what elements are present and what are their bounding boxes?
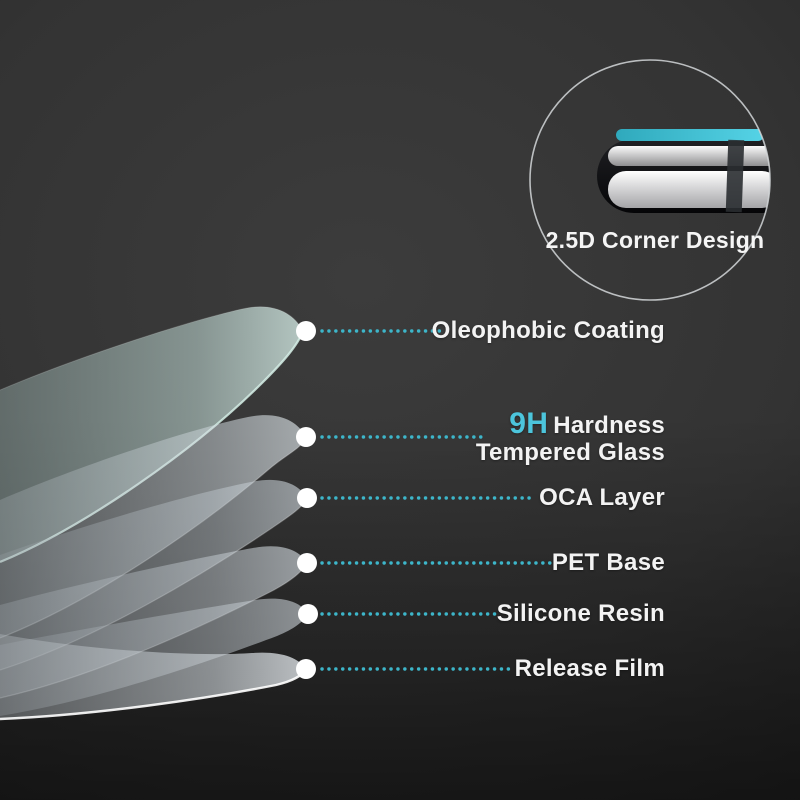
glass-layer-oleophobic-top-edge <box>0 306 304 391</box>
callout-label: Oleophobic Coating <box>431 317 665 344</box>
marker-dot-icon <box>296 427 316 447</box>
callout-label: OCA Layer <box>539 484 665 511</box>
marker-dot-icon <box>296 659 316 679</box>
callout-label: Hardness <box>553 412 665 439</box>
badge-label: 2.5D Corner Design <box>545 227 765 253</box>
callout-oleophobic-coating: Oleophobic Coating <box>432 317 665 345</box>
glass-layer-release-film <box>0 634 306 719</box>
callout-line-2: Tempered Glass <box>475 439 665 466</box>
phone-frame-strip-bottom <box>608 171 770 208</box>
callout-label: Release Film <box>514 655 665 682</box>
callout-release-film: Release Film <box>515 655 665 683</box>
hardness-rating-highlight: 9H <box>509 407 549 440</box>
glass-layer-stack <box>0 306 308 721</box>
callout-silicone-resin: Silicone Resin <box>497 600 665 628</box>
corner-design-badge <box>529 59 771 301</box>
marker-dot-icon <box>298 604 318 624</box>
phone-frame-strip-top <box>608 146 770 166</box>
marker-dot-icon <box>297 488 317 508</box>
phone-edge-profile-icon <box>597 129 770 213</box>
marker-dot-icon <box>296 321 316 341</box>
callout-label: Silicone Resin <box>496 600 665 627</box>
tempered-glass-strip <box>616 129 764 141</box>
callout-oca-layer: OCA Layer <box>539 484 665 512</box>
callout-label: PET Base <box>551 549 665 576</box>
badge-circle-outline <box>529 59 771 301</box>
marker-dot-icon <box>297 553 317 573</box>
callout-pet-base: PET Base <box>552 549 665 577</box>
marker-dots <box>296 321 318 679</box>
glass-layer-release-film-bottom-edge <box>0 668 308 721</box>
leader-lines <box>320 329 554 671</box>
phone-frame-reflection-band <box>725 139 745 213</box>
